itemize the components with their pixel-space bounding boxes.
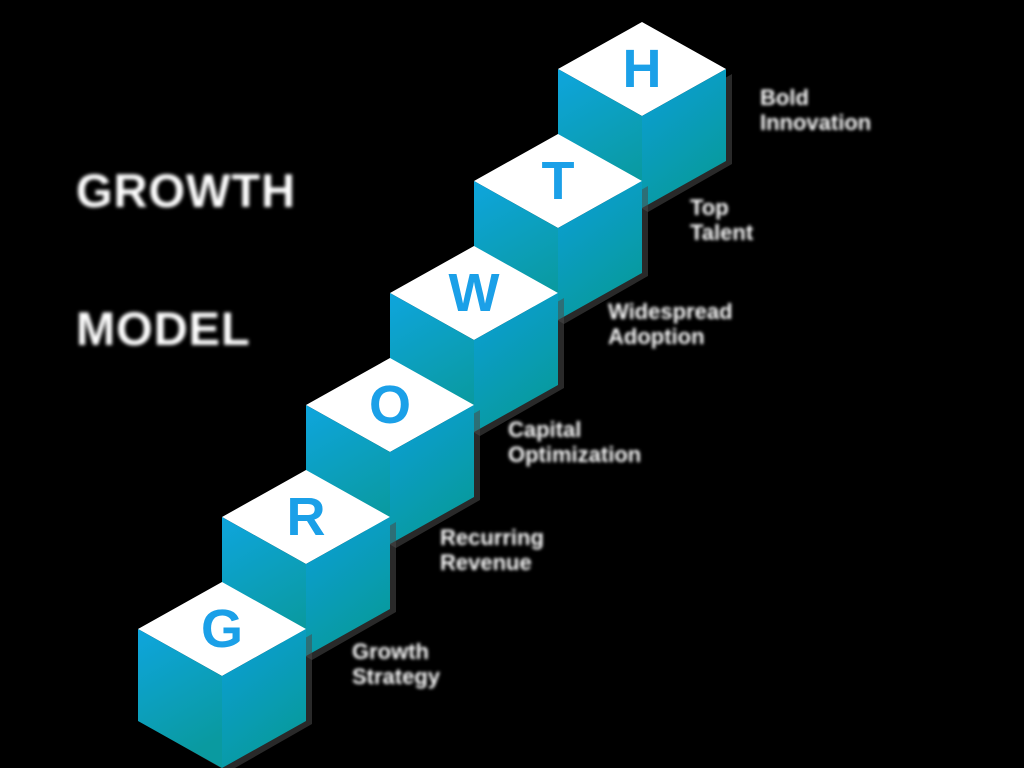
step-label-3: Capital Optimization [508,417,642,467]
cube-shape-1 [138,582,312,768]
step-label-1: Growth Strategy [352,639,441,689]
page-title: GROWTH MODEL [76,76,296,444]
title-line-1: GROWTH [76,164,297,218]
step-label-2: Recurring Revenue [440,525,544,575]
title-line-2: MODEL [76,302,251,356]
cube-step-1[interactable]: G [138,582,312,768]
step-label-4: Widespread Adoption [608,299,733,349]
step-label-5: Top Talent [690,195,754,245]
step-label-6: Bold Innovation [760,85,872,135]
